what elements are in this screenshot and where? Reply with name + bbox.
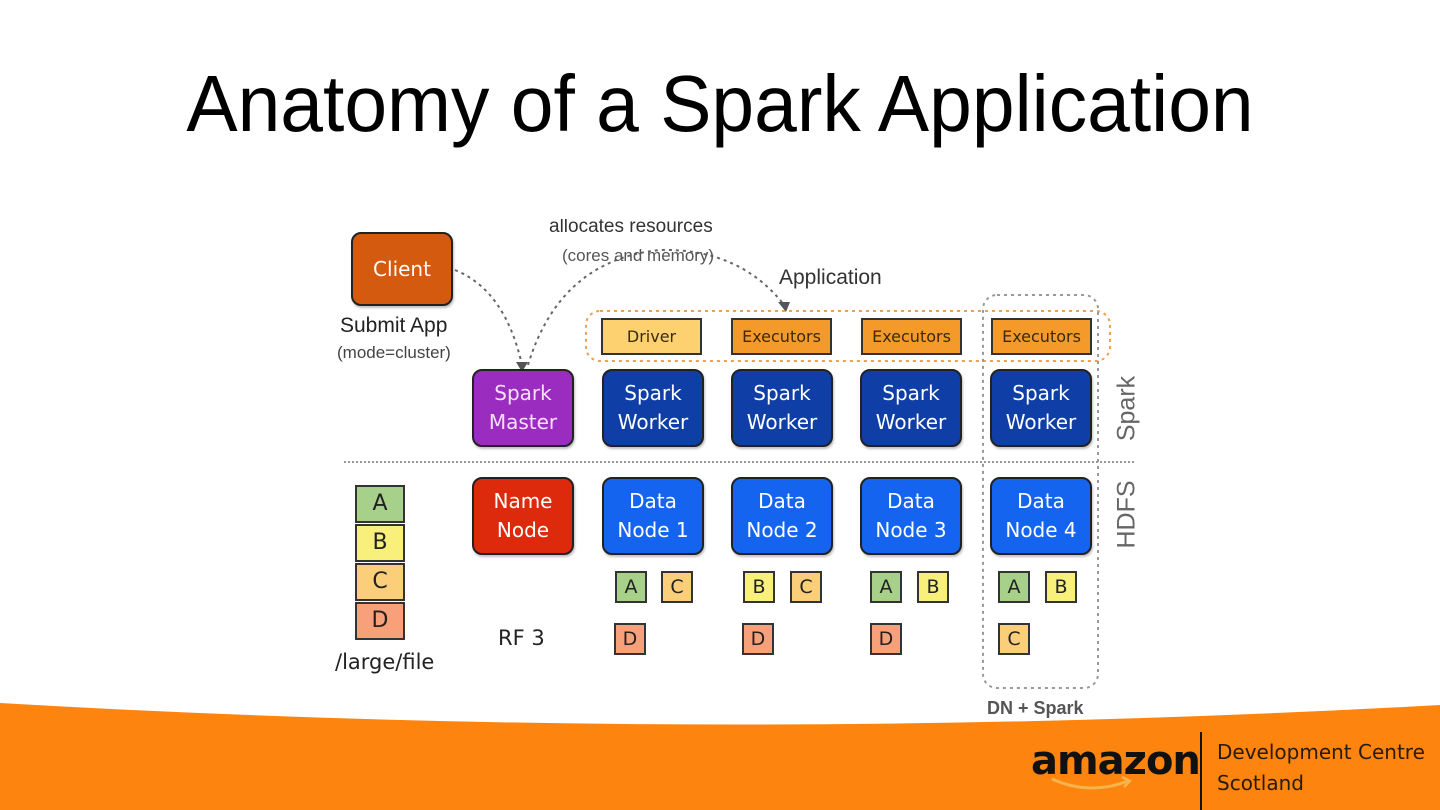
- slide-title: Anatomy of a Spark Application: [186, 59, 1254, 148]
- data-node-line2: Node 4: [1005, 518, 1077, 542]
- file-block: A: [355, 485, 405, 523]
- spark-worker-node: Spark Worker: [860, 369, 962, 447]
- block-replica: B: [917, 571, 949, 603]
- block-replica: C: [661, 571, 693, 603]
- spark-worker-node: Spark Worker: [990, 369, 1092, 447]
- worker-line2: Worker: [746, 410, 818, 434]
- amazon-logo: amazon: [1031, 738, 1201, 784]
- submit-app-label: Submit App: [340, 314, 448, 337]
- file-block: C: [355, 563, 405, 601]
- data-node: Data Node 1: [602, 477, 704, 555]
- executors-box: Executors: [731, 318, 832, 355]
- data-node-line1: Data: [1017, 489, 1065, 513]
- block-replica: D: [614, 623, 646, 655]
- data-node-line1: Data: [887, 489, 935, 513]
- allocates-sublabel: (cores and memory): [562, 246, 715, 265]
- worker-line2: Worker: [617, 410, 689, 434]
- name-node-line2: Node: [496, 518, 550, 542]
- data-node: Data Node 3: [860, 477, 962, 555]
- replication-factor-label: RF 3: [498, 626, 545, 650]
- spark-master-node: Spark Master: [472, 369, 574, 447]
- data-node-line1: Data: [758, 489, 806, 513]
- block-replica: A: [870, 571, 902, 603]
- data-node-line2: Node 3: [875, 518, 947, 542]
- data-node: Data Node 4: [990, 477, 1092, 555]
- spark-worker-node: Spark Worker: [602, 369, 704, 447]
- block-replica: A: [615, 571, 647, 603]
- worker-line1: Spark: [624, 381, 682, 405]
- dn-spark-boundary: [982, 294, 1099, 689]
- name-node: Name Node: [472, 477, 574, 555]
- block-replica: D: [742, 623, 774, 655]
- executors-box: Executors: [861, 318, 962, 355]
- hdfs-layer-label: HDFS: [1112, 480, 1141, 549]
- allocate-arrow: [527, 248, 786, 366]
- worker-line1: Spark: [882, 381, 940, 405]
- dn-spark-label: DN + Spark: [987, 698, 1084, 718]
- client-label: Client: [373, 256, 431, 281]
- brand-suffix-line2: Scotland: [1217, 771, 1304, 795]
- worker-line1: Spark: [1012, 381, 1070, 405]
- amazon-smile-icon: [1051, 777, 1129, 790]
- application-label: Application: [779, 266, 882, 289]
- allocates-label: allocates resources: [549, 219, 713, 237]
- spark-master-line1: Spark: [494, 381, 552, 405]
- client-node: Client: [351, 232, 453, 306]
- brand-suffix-line1: Development Centre: [1217, 740, 1425, 764]
- application-boundary: [585, 310, 1111, 362]
- data-node-line2: Node 1: [617, 518, 689, 542]
- data-node-line1: Data: [629, 489, 677, 513]
- block-replica: C: [998, 623, 1030, 655]
- data-node-line2: Node 2: [746, 518, 818, 542]
- file-path-label: /large/file: [335, 650, 435, 674]
- worker-line2: Worker: [1005, 410, 1077, 434]
- block-replica: B: [743, 571, 775, 603]
- driver-box: Driver: [601, 318, 702, 355]
- block-replica: C: [790, 571, 822, 603]
- name-node-line1: Name: [493, 489, 553, 513]
- spark-master-line2: Master: [488, 410, 558, 434]
- executors-box: Executors: [991, 318, 1092, 355]
- file-block: D: [355, 602, 405, 640]
- file-block: B: [355, 524, 405, 562]
- spark-layer-label: Spark: [1112, 375, 1141, 442]
- block-replica: D: [870, 623, 902, 655]
- spark-worker-node: Spark Worker: [731, 369, 833, 447]
- worker-line2: Worker: [875, 410, 947, 434]
- worker-line1: Spark: [753, 381, 811, 405]
- submit-app-sublabel: (mode=cluster): [337, 343, 451, 362]
- submit-arrow: [454, 269, 523, 366]
- data-node: Data Node 2: [731, 477, 833, 555]
- block-replica: A: [998, 571, 1030, 603]
- block-replica: B: [1045, 571, 1077, 603]
